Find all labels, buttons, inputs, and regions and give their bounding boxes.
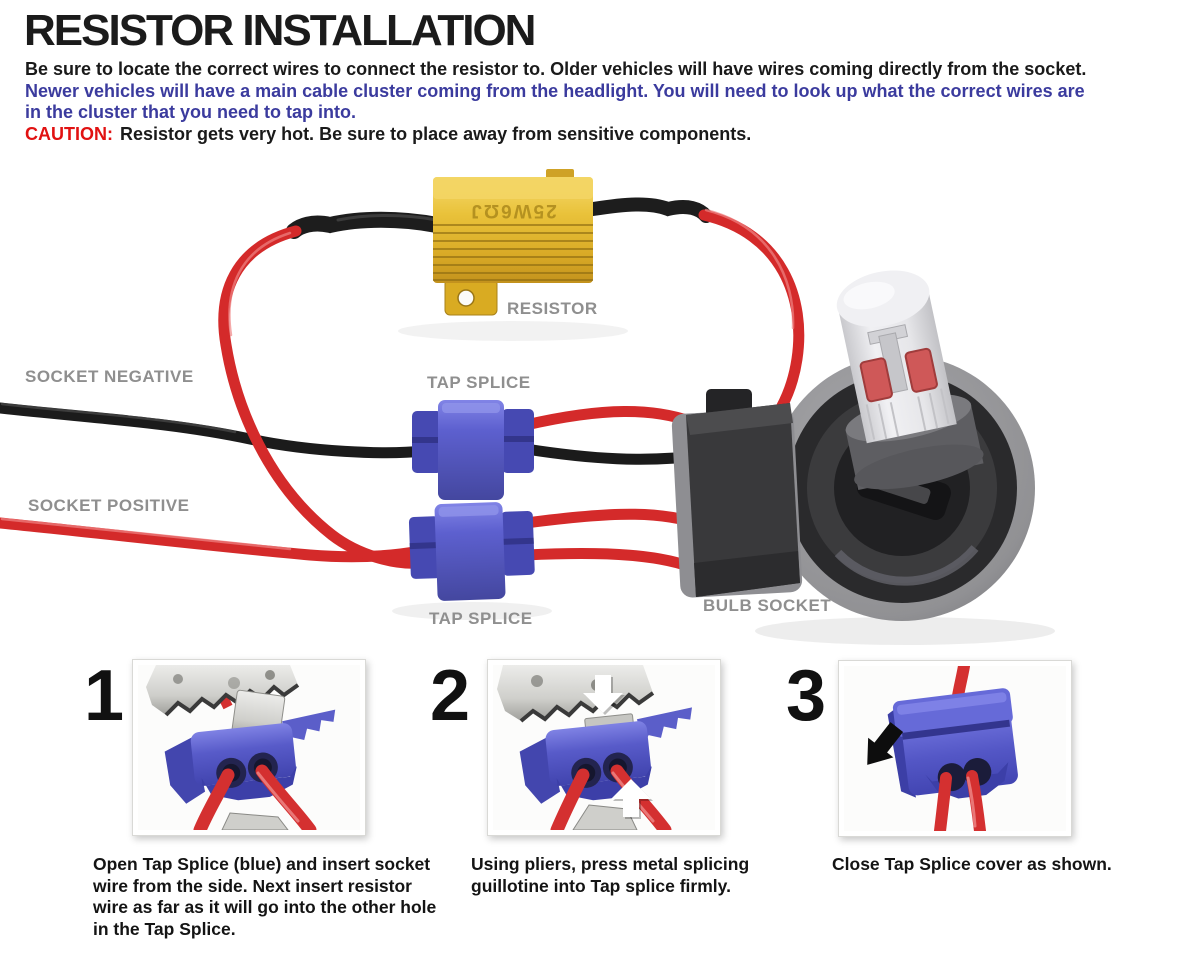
step-1-number: 1 [84,656,124,736]
pliers-lower-jaw [221,812,289,830]
spliced-wires [934,770,986,831]
socket-connector-graphic [671,389,803,598]
tap-splice-closed [887,688,1018,799]
step-2-number: 2 [430,656,470,736]
step-1-illustration [138,665,360,830]
step-2-illustration [493,665,715,830]
tap-splice-top-graphic [412,400,534,500]
close-cover-arrow-icon [867,722,904,765]
socket-positive-label: SOCKET POSITIVE [28,496,190,515]
resistor-leads [286,197,713,239]
step-3-photo [838,660,1072,837]
tap-splice-top-label: TAP SPLICE [427,373,531,392]
pliers-jaw [146,665,300,717]
bulb-socket-label: BULB SOCKET [703,596,832,615]
intro-line-blue-1: Newer vehicles will have a main cable cl… [25,80,1085,101]
step-3-number: 3 [786,656,826,736]
tap-splice-bottom-graphic [408,502,535,601]
resistor-label: RESISTOR [507,299,598,318]
step-3-illustration [844,666,1066,831]
resistor-loop-wire [218,225,426,569]
led-bulb-graphic [836,270,984,491]
tap-splice-bottom-label: TAP SPLICE [429,609,533,628]
page-title: RESISTOR INSTALLATION [24,6,536,55]
intro-line-black: Be sure to locate the correct wires to c… [25,59,1087,79]
step-1-caption: Open Tap Splice (blue) and insert socket… [93,854,437,939]
resistor-graphic: 25W6ΩJ [433,169,593,316]
caution-label: CAUTION: [25,123,113,144]
step-1-photo [132,659,366,836]
caution-text: Resistor gets very hot. Be sure to place… [120,123,752,144]
wiring-diagram: 25W6ΩJ [0,169,1055,645]
step-2-photo [487,659,721,836]
pliers-lower-jaw [572,804,638,830]
spliced-wires [193,764,317,830]
caution-line: CAUTION: Resistor gets very hot. Be sure … [25,124,1185,146]
intro-paragraph: Be sure to locate the correct wires to c… [25,59,1185,145]
step-2-caption: Using pliers, press metal splicing guill… [471,854,750,896]
press-down-arrow-icon [583,675,625,715]
press-up-arrow-icon [611,779,653,819]
socket-negative-label: SOCKET NEGATIVE [25,367,194,386]
photo-shadows [392,321,1055,645]
step-3-caption: Close Tap Splice cover as shown. [832,854,1112,874]
resistor-marking: 25W6ΩJ [469,200,556,221]
intro-line-blue-2: in the cluster that you need to tap into… [25,102,357,122]
